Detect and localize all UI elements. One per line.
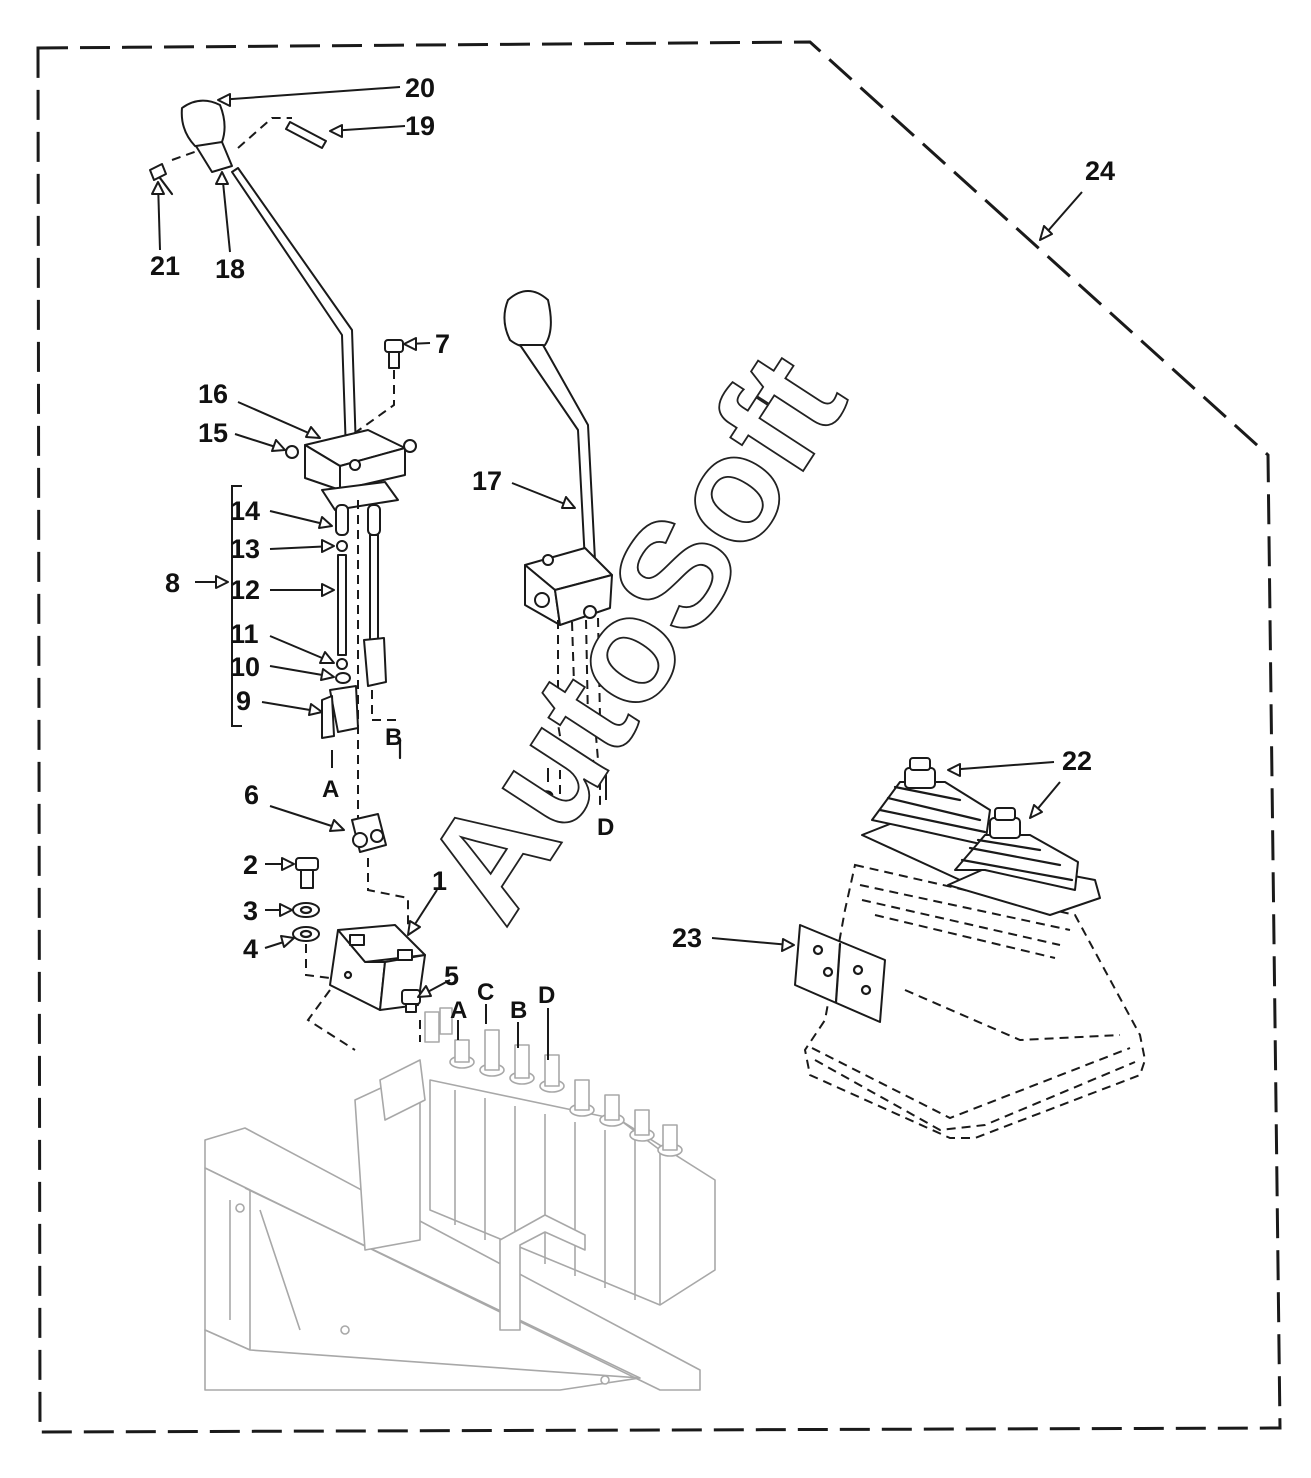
callout-18: 18 bbox=[215, 254, 245, 284]
letter-c-lower: C bbox=[477, 979, 494, 1006]
nut-15a bbox=[285, 445, 299, 459]
letter-b-upper: B bbox=[385, 724, 402, 751]
callout-19: 19 bbox=[405, 111, 435, 141]
console-23 bbox=[803, 863, 1147, 1139]
callout-2: 2 bbox=[243, 850, 258, 880]
bracket-1 bbox=[329, 924, 426, 1011]
callout-23: 23 bbox=[672, 923, 702, 953]
bolt-5 bbox=[401, 989, 421, 1013]
callout-10: 10 bbox=[230, 652, 260, 682]
control-valve-bank bbox=[204, 1007, 716, 1391]
callout-24: 24 bbox=[1085, 156, 1115, 186]
leader-lines bbox=[151, 86, 1083, 998]
letter-b-lower: B bbox=[510, 997, 527, 1024]
watermark: AutoSoft bbox=[391, 325, 877, 947]
linkage-rod-b bbox=[363, 504, 387, 687]
boot-22-right bbox=[947, 807, 1101, 916]
washer-4 bbox=[292, 926, 320, 942]
bolt-2 bbox=[295, 857, 319, 889]
callout-14: 14 bbox=[230, 496, 260, 526]
callout-6: 6 bbox=[244, 780, 259, 810]
group-bracket-8 bbox=[231, 485, 242, 727]
bracket-16 bbox=[304, 429, 406, 491]
nut-15b bbox=[403, 439, 417, 453]
roll-pin-19 bbox=[285, 121, 327, 149]
callout-11: 11 bbox=[230, 619, 259, 649]
nut-13 bbox=[336, 540, 348, 552]
callout-22: 22 bbox=[1062, 746, 1092, 776]
callout-5: 5 bbox=[444, 961, 459, 991]
bolt-7 bbox=[384, 339, 404, 369]
callout-13: 13 bbox=[230, 534, 260, 564]
lever-18 bbox=[231, 167, 357, 453]
rod-12 bbox=[337, 554, 347, 656]
callout-21: 21 bbox=[150, 251, 180, 281]
lever-assembly-17 bbox=[503, 290, 613, 626]
letter-a-lower: A bbox=[450, 997, 467, 1024]
knob-20 bbox=[180, 99, 233, 173]
clevis-9 bbox=[321, 685, 359, 739]
letter-d-lower: D bbox=[538, 982, 555, 1009]
callout-labels: 20 19 21 18 24 7 16 15 17 14 13 8 12 11 … bbox=[150, 73, 1115, 991]
rod-end-14 bbox=[335, 504, 349, 536]
callout-15: 15 bbox=[198, 418, 228, 448]
callout-20: 20 bbox=[405, 73, 435, 103]
decal-23 bbox=[794, 924, 886, 1023]
lock-washer-3 bbox=[292, 902, 320, 918]
callout-4: 4 bbox=[243, 934, 258, 964]
callout-9: 9 bbox=[236, 686, 251, 716]
group-border bbox=[36, 40, 1282, 1434]
joint-6 bbox=[351, 813, 387, 853]
callout-12: 12 bbox=[230, 575, 260, 605]
connection-letters: A B C D A C B D bbox=[322, 724, 614, 1024]
callout-8: 8 bbox=[165, 568, 180, 598]
callout-7: 7 bbox=[435, 329, 450, 359]
letter-a-upper: A bbox=[322, 776, 339, 803]
nut-11 bbox=[336, 658, 348, 670]
callout-1: 1 bbox=[432, 866, 447, 896]
screw-21 bbox=[149, 163, 174, 196]
callout-3: 3 bbox=[243, 896, 258, 926]
callout-17: 17 bbox=[472, 466, 502, 496]
letter-d-upper: D bbox=[597, 814, 614, 841]
callout-16: 16 bbox=[198, 379, 228, 409]
letter-c-upper: C bbox=[537, 786, 554, 813]
washer-10 bbox=[335, 672, 351, 684]
